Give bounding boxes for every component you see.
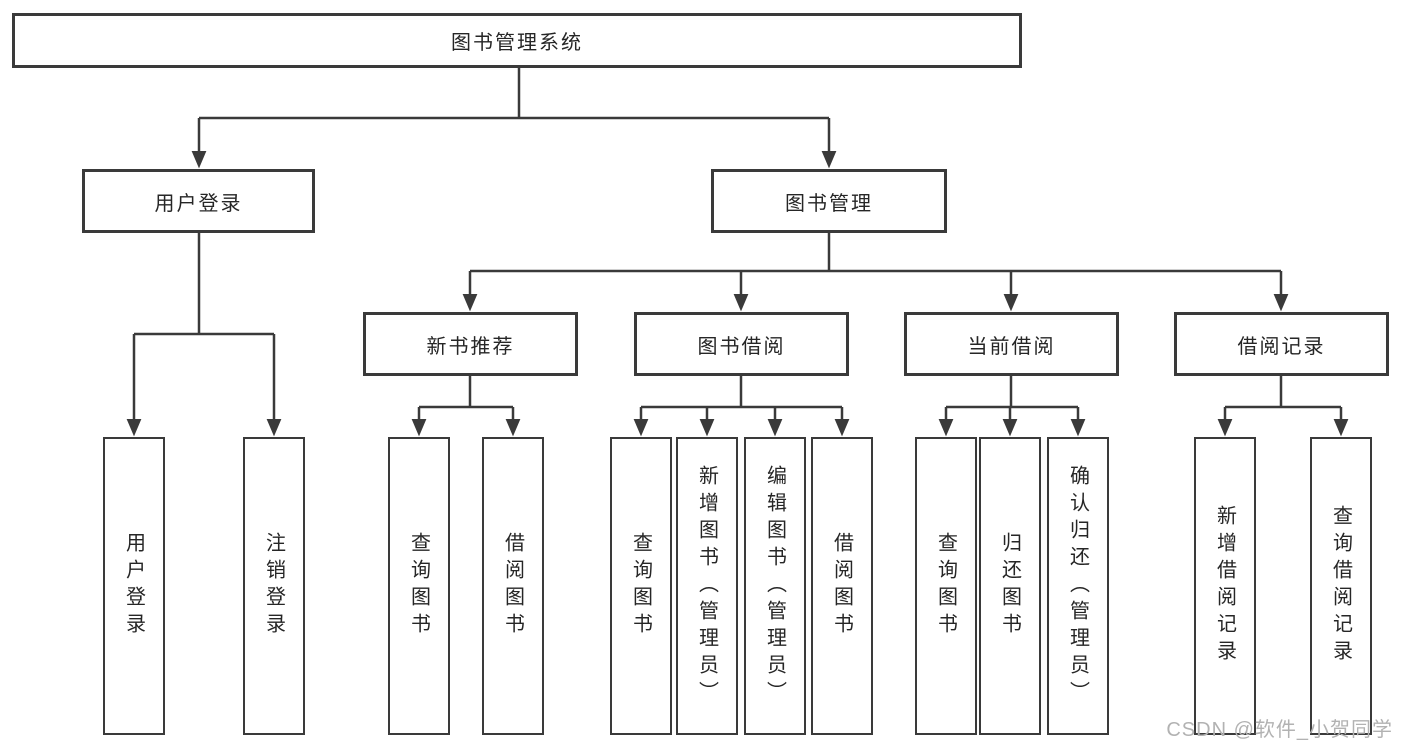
node-label: 借阅记录: [1237, 335, 1326, 358]
leaf-query-books-recommend: 查询图书: [388, 437, 450, 735]
node-label: 归还图书: [998, 532, 1021, 640]
node-user-login: 用户登录: [82, 169, 315, 233]
node-label: 图书管理系统: [451, 32, 583, 54]
leaf-return-book: 归还图书: [979, 437, 1041, 735]
watermark: CSDN @软件_小贺同学: [1166, 719, 1393, 741]
node-label: 用户登录: [154, 192, 243, 215]
leaf-borrow-books-borrowing: 借阅图书: [811, 437, 873, 735]
node-label: 新增借阅记录: [1213, 505, 1236, 667]
node-label: 新书推荐: [426, 335, 515, 358]
leaf-user-login: 用户登录: [103, 437, 165, 735]
node-library-management-system: 图书管理系统: [12, 13, 1022, 68]
node-book-management: 图书管理: [711, 169, 947, 233]
leaf-borrow-books-recommend: 借阅图书: [482, 437, 544, 735]
leaf-add-book-admin: 新增图书（管理员）: [676, 437, 738, 735]
node-label: 新增图书（管理员）: [695, 464, 718, 708]
node-borrowing-records: 借阅记录: [1174, 312, 1389, 376]
node-label: 用户登录: [122, 532, 145, 640]
node-label: 图书借阅: [697, 335, 786, 358]
node-label: 编辑图书（管理员）: [763, 464, 786, 708]
leaf-query-borrow-record: 查询借阅记录: [1310, 437, 1372, 735]
leaf-query-books-borrowing: 查询图书: [610, 437, 672, 735]
leaf-add-borrow-record: 新增借阅记录: [1194, 437, 1256, 735]
leaf-confirm-return-admin: 确认归还（管理员）: [1047, 437, 1109, 735]
leaf-query-books-current: 查询图书: [915, 437, 977, 735]
leaf-logout: 注销登录: [243, 437, 305, 735]
node-label: 查询图书: [407, 532, 430, 640]
node-label: 查询图书: [934, 532, 957, 640]
node-label: 图书管理: [785, 192, 873, 215]
leaf-edit-book-admin: 编辑图书（管理员）: [744, 437, 806, 735]
node-label: 查询借阅记录: [1329, 505, 1352, 667]
node-label: 确认归还（管理员）: [1066, 464, 1089, 708]
node-label: 当前借阅: [967, 335, 1056, 358]
node-book-borrowing: 图书借阅: [634, 312, 849, 376]
node-new-book-recommendation: 新书推荐: [363, 312, 578, 376]
node-label: 注销登录: [262, 532, 285, 640]
node-current-borrowing: 当前借阅: [904, 312, 1119, 376]
node-label: 借阅图书: [830, 532, 853, 640]
node-label: 借阅图书: [501, 532, 524, 640]
node-label: 查询图书: [629, 532, 652, 640]
